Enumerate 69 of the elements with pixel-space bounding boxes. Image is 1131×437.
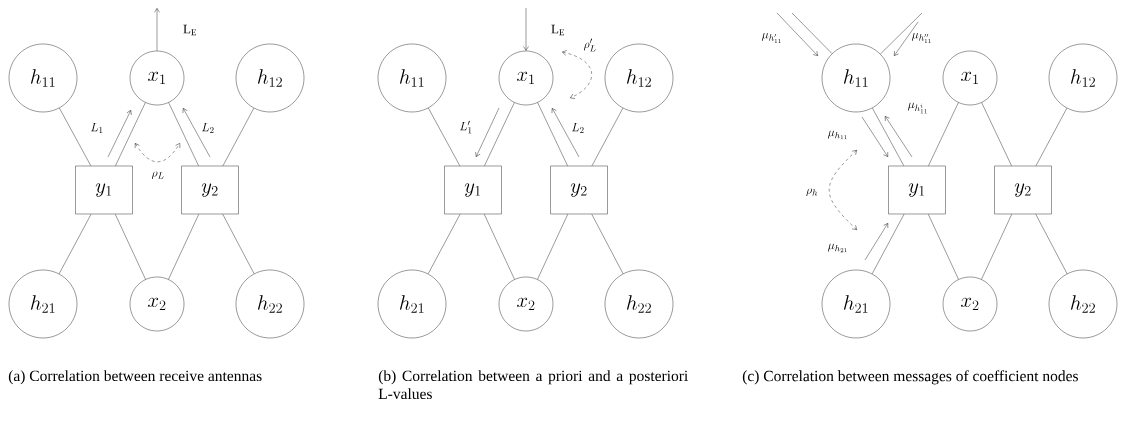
connector-line (537, 102, 568, 166)
caption: (b) Correlation between a priori and a posteriori L-values (378, 370, 688, 400)
connector-line (981, 102, 1012, 166)
connector-line (928, 102, 959, 166)
connector-line (981, 214, 1012, 280)
caption: (c) Correlation between messages of coefficient nodes (742, 370, 1078, 385)
arrow-label: $\rho_h$ (806, 188, 818, 196)
circle-node: $h_{11}$ (8, 43, 78, 113)
arrow-label: $\mu_{h_{21}}$ (827, 243, 847, 253)
caption: (a) Correlation between receive antennas (8, 370, 262, 385)
circle-node: $x_1$ (129, 50, 185, 106)
connector-line (591, 214, 624, 274)
connector-line (484, 102, 515, 166)
arrow-label: $\mu_{h'_{11}}$ (761, 32, 781, 43)
edge-label: $\mathrm{L_E}$ (551, 24, 565, 36)
arrow-label: $\mu_{h^i_{11}}$ (908, 102, 927, 114)
connector-line (871, 214, 905, 275)
circle-node: $h_{21}$ (821, 269, 891, 339)
circle-node: $h_{12}$ (1048, 43, 1118, 113)
arrow (523, 7, 529, 51)
circle-node: $h_{11}$ (377, 43, 447, 113)
circle-node: $h_{11}$ (821, 43, 891, 113)
circle-node: $h_{12}$ (235, 43, 305, 113)
connector-line (168, 102, 199, 166)
arrow-label: $L_2$ (572, 123, 584, 133)
edge-label: $\mathrm{L_E}$ (183, 24, 197, 36)
circle-node: $x_1$ (942, 50, 998, 106)
circle-node: $h_{21}$ (377, 269, 447, 339)
circle-node: $h_{22}$ (604, 269, 674, 339)
connector-line (427, 214, 461, 275)
circle-node: $x_1$ (498, 50, 554, 106)
square-node: $y_1$ (888, 165, 946, 215)
connector-line (928, 214, 959, 280)
square-node: $y_2$ (994, 165, 1052, 215)
connector-line (591, 107, 624, 166)
circle-node: $x_2$ (498, 276, 554, 332)
circle-node: $h_{22}$ (1048, 269, 1118, 339)
arrow-label: $\rho'_L$ (583, 38, 596, 52)
arrow-label: $L_2$ (202, 123, 214, 133)
arrow-label: $\mu_{h''_{11}}$ (912, 32, 931, 43)
circle-node: $x_2$ (129, 276, 185, 332)
connector-line (222, 107, 255, 166)
connector-line (791, 12, 833, 54)
connector-line (58, 214, 92, 275)
connector-line (115, 214, 146, 280)
connector-line (872, 107, 905, 166)
connector-line (115, 102, 146, 166)
connector-line (484, 214, 515, 280)
square-node: $y_1$ (444, 165, 502, 215)
arrow-label: $L'_1$ (460, 120, 472, 134)
arrow (154, 8, 160, 51)
arrow-label: $\mu_{h_{11}}$ (827, 130, 847, 140)
connector-line (168, 214, 199, 280)
circle-node: $h_{22}$ (235, 269, 305, 339)
connector-line (222, 214, 255, 274)
connector-line (59, 107, 92, 166)
square-node: $y_2$ (550, 165, 608, 215)
circle-node: $h_{21}$ (8, 269, 78, 339)
arrow-label: $\rho_L$ (151, 171, 164, 179)
square-node: $y_2$ (181, 165, 239, 215)
connector-line (1035, 107, 1068, 166)
connector-line (537, 214, 568, 280)
connector-line (1035, 214, 1068, 274)
circle-node: $x_2$ (942, 276, 998, 332)
circle-node: $h_{12}$ (604, 43, 674, 113)
connector-line (428, 107, 461, 166)
connector-line (880, 12, 923, 55)
arrow-label: $L_1$ (91, 123, 103, 133)
square-node: $y_1$ (75, 165, 133, 215)
